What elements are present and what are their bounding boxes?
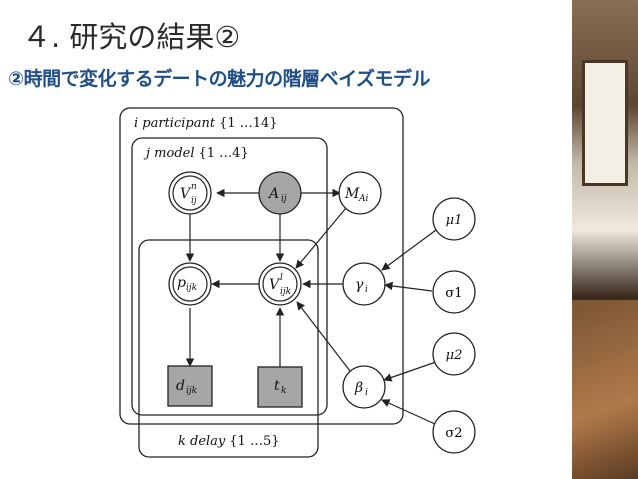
node-a: A ij xyxy=(258,171,302,215)
graphical-model-diagram: i participant{1 …14} j model{1 …4} k del… xyxy=(119,107,476,458)
node-m: M Ai xyxy=(338,171,382,215)
slide-title: ４. 研究の結果② xyxy=(22,20,241,54)
edge-sigma1-to-gamma xyxy=(384,281,433,292)
decorative-photo xyxy=(572,0,638,479)
node-p: p ijk xyxy=(168,262,212,306)
svg-text:ijk: ijk xyxy=(186,283,197,293)
svg-text:μ1: μ1 xyxy=(446,213,463,228)
node-t: t k xyxy=(257,366,303,408)
svg-text:A: A xyxy=(267,186,279,202)
edge-mu1-to-gamma xyxy=(381,229,437,271)
svg-text:M: M xyxy=(344,186,360,202)
node-d: d ijk xyxy=(167,365,213,407)
svg-text:i: i xyxy=(365,285,368,295)
svg-text:ij: ij xyxy=(281,194,287,204)
node-beta: β i xyxy=(342,365,386,409)
svg-text:l: l xyxy=(280,273,283,283)
node-sigma1: σ1 xyxy=(432,270,476,314)
svg-text:n: n xyxy=(191,182,197,192)
plate-delay-label: k delay{1 …5} xyxy=(178,434,280,449)
svg-text:t: t xyxy=(274,378,280,394)
node-v-l: V l ijk xyxy=(258,262,302,306)
node-gamma: γ i xyxy=(342,262,386,306)
svg-text:μ2: μ2 xyxy=(446,348,463,363)
svg-text:γ: γ xyxy=(355,277,364,293)
svg-text:σ1: σ1 xyxy=(445,286,462,301)
svg-text:p: p xyxy=(177,275,186,291)
edge-m-to-vl xyxy=(295,207,347,269)
svg-text:i: i xyxy=(365,388,368,398)
svg-text:V: V xyxy=(269,277,281,293)
svg-text:ijk: ijk xyxy=(280,287,291,297)
node-v-n: V n ij xyxy=(168,171,212,215)
edge-beta-to-vl xyxy=(296,301,351,372)
svg-text:ijk: ijk xyxy=(186,386,197,396)
svg-text:d: d xyxy=(176,378,185,394)
svg-text:ij: ij xyxy=(191,196,197,206)
edge-mu2-to-beta xyxy=(383,361,437,382)
edges xyxy=(185,188,437,425)
plate-model xyxy=(131,137,328,416)
node-mu2: μ2 xyxy=(432,332,476,376)
svg-text:σ2: σ2 xyxy=(445,426,462,441)
slide-subtitle: ②時間で変化するデートの魅力の階層ベイズモデル xyxy=(8,68,431,90)
plate-model-label: j model{1 …4} xyxy=(143,146,249,161)
svg-text:k: k xyxy=(281,386,286,396)
node-mu1: μ1 xyxy=(432,197,476,241)
edge-sigma2-to-beta xyxy=(381,399,436,425)
plate-participant-label: i participant{1 …14} xyxy=(134,116,278,131)
plate-delay xyxy=(138,239,319,458)
node-sigma2: σ2 xyxy=(432,410,476,454)
svg-text:β: β xyxy=(354,380,363,396)
svg-text:V: V xyxy=(180,186,192,202)
plate-participant xyxy=(119,107,404,425)
svg-text:Ai: Ai xyxy=(358,194,368,204)
